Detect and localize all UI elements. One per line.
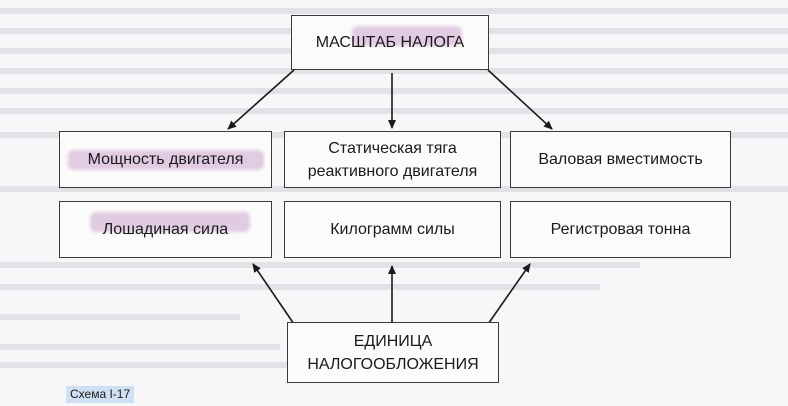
arrow-top-to-right [487,69,553,130]
register-ton-label: Регистровая тонна [550,221,691,238]
arrow-bottom-to-right [485,263,531,328]
kilogram-force-label: Килограмм силы [330,221,455,238]
engine-power-label: Мощность двигателя [87,151,244,168]
taxation-unit-box: ЕДИНИЦА НАЛОГООБЛОЖЕНИЯ [287,322,499,383]
tax-scale-label: МАСШТАБ НАЛОГА [315,34,465,51]
gross-tonnage-label: Валовая вместимость [538,151,703,168]
arrow-bottom-to-left [252,263,297,328]
taxation-unit-label: ЕДИНИЦА НАЛОГООБЛОЖЕНИЯ [307,332,479,373]
register-ton-box: Регистровая тонна [510,201,731,258]
jet-thrust-label: Статическая тяга реактивного двигателя [307,139,478,180]
horsepower-label: Лошадиная сила [102,221,229,238]
arrow-top-to-left [227,69,295,130]
gross-tonnage-box: Валовая вместимость [510,131,731,188]
horsepower-box: Лошадиная сила [59,201,272,258]
kilogram-force-box: Килограмм силы [284,201,501,258]
figure-caption: Схема I-17 [66,386,135,403]
jet-thrust-box: Статическая тяга реактивного двигателя [284,131,501,188]
engine-power-box: Мощность двигателя [59,131,272,188]
tax-scale-box: МАСШТАБ НАЛОГА [291,15,489,70]
